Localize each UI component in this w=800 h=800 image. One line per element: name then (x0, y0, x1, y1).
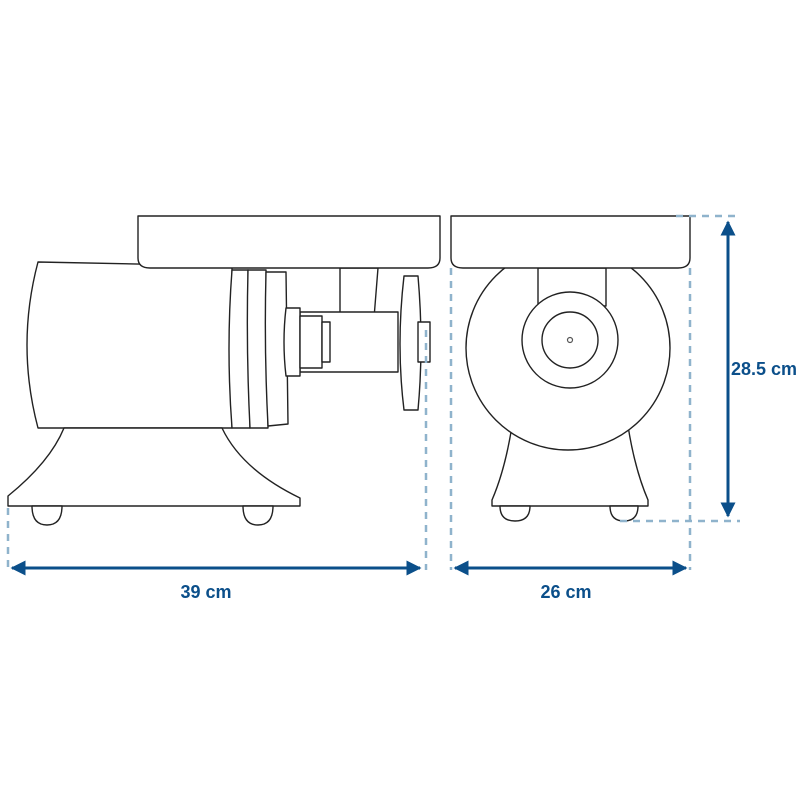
front-view-drawing (450, 215, 691, 522)
side-grinder-ring-1 (283, 307, 301, 377)
front-hopper-tray (450, 215, 691, 269)
side-view-drawing (7, 215, 441, 526)
front-base (491, 425, 649, 507)
side-wheel-right (242, 505, 274, 526)
dimension-arrows (10, 220, 736, 576)
side-flange-inner (264, 271, 289, 427)
front-outlet-hole (566, 336, 574, 344)
side-flange-outer (228, 269, 251, 429)
side-grinder-ring-3 (321, 321, 331, 363)
front-wheel-left (499, 505, 531, 522)
side-hopper-tray (137, 215, 441, 269)
side-ring-nut (399, 275, 422, 411)
side-outlet-plate (417, 321, 431, 363)
side-grinder-ring-2 (299, 315, 323, 369)
side-motor-body (26, 261, 233, 429)
height-label: 28.5 cm (731, 359, 797, 379)
side-wheel-left (31, 505, 63, 526)
side-base (7, 427, 301, 507)
length-label: 39 cm (180, 582, 231, 602)
dimension-guides (6, 214, 740, 570)
front-wheel-right (609, 505, 639, 522)
side-flange-mid (246, 269, 269, 429)
width-label: 26 cm (540, 582, 591, 602)
